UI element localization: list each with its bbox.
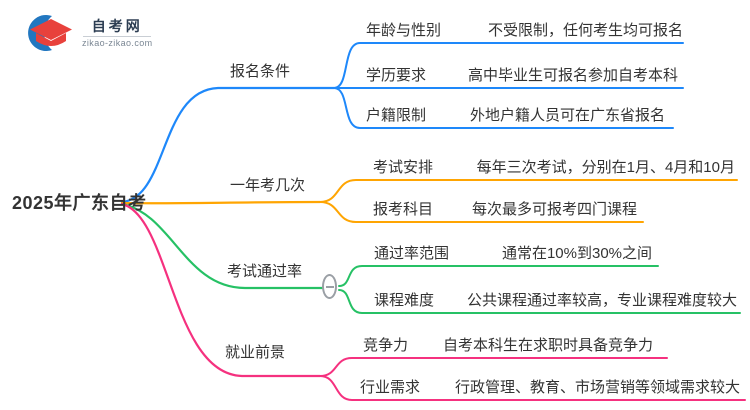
edge-branch4-main	[120, 202, 322, 378]
child-node-label[interactable]: 年龄与性别	[366, 22, 442, 39]
child-node-value[interactable]: 外地户籍人员可在广东省报名	[469, 107, 665, 124]
logo-domain: zikao-zikao.com	[82, 37, 153, 48]
child-node-label[interactable]: 行业需求	[360, 379, 421, 396]
child-node-label[interactable]: 课程难度	[374, 292, 435, 309]
edge-branch1-main	[120, 86, 336, 204]
branch-node-jiuyeqianjing[interactable]: 就业前景	[225, 344, 286, 361]
child-node-label[interactable]: 户籍限制	[366, 107, 427, 124]
child-node-value[interactable]: 通常在10%到30%之间	[501, 245, 652, 262]
edge-branch4-child2	[319, 375, 746, 401]
child-node-label[interactable]: 竞争力	[363, 337, 409, 354]
root-node[interactable]: 2025年广东自考	[12, 193, 147, 213]
child-node-value[interactable]: 每次最多可报考四门课程	[471, 201, 637, 218]
graduation-cap-logo-icon	[28, 15, 72, 51]
child-node-label[interactable]: 报考科目	[373, 201, 434, 218]
branch-node-yiniankaojici[interactable]: 一年考几次	[230, 177, 306, 194]
branch-node-kaoshitongguolv[interactable]: 考试通过率	[227, 263, 303, 280]
edge-branch3-child2	[338, 289, 741, 314]
child-node-value[interactable]: 行政管理、教育、市场营销等领域需求较大	[454, 379, 740, 396]
edge-branch2-child2	[319, 201, 644, 223]
edge-branch3-child1	[338, 265, 659, 287]
child-node-value[interactable]: 不受限制，任何考生均可报名	[487, 22, 683, 39]
minus-icon	[325, 285, 334, 288]
logo-title: 自考网	[91, 17, 143, 34]
edge-branch3-main	[120, 202, 324, 290]
branch-node-baomingtiaojian[interactable]: 报名条件	[230, 63, 291, 80]
child-node-value[interactable]: 自考本科生在求职时具备竞争力	[442, 337, 653, 354]
child-node-value[interactable]: 高中毕业生可报名参加自考本科	[467, 67, 678, 84]
child-node-value[interactable]: 每年三次考试，分别在1月、4月和10月	[476, 159, 735, 176]
edge-branch1-child1	[333, 42, 684, 89]
child-node-value[interactable]: 公共课程通过率较高，专业课程难度较大	[466, 292, 737, 309]
child-node-label[interactable]: 通过率范围	[374, 245, 450, 262]
edge-branch4-child1	[319, 357, 668, 377]
child-node-label[interactable]: 考试安排	[373, 159, 434, 176]
child-node-label[interactable]: 学历要求	[366, 67, 427, 84]
collapse-toggle[interactable]	[322, 274, 337, 299]
site-logo[interactable]: 自考网 zikao-zikao.com	[26, 13, 153, 53]
edge-branch2-child1	[319, 179, 738, 203]
edge-branch2-main	[120, 200, 322, 205]
edge-branch1-child3	[333, 87, 674, 129]
logo-divider	[83, 35, 152, 37]
